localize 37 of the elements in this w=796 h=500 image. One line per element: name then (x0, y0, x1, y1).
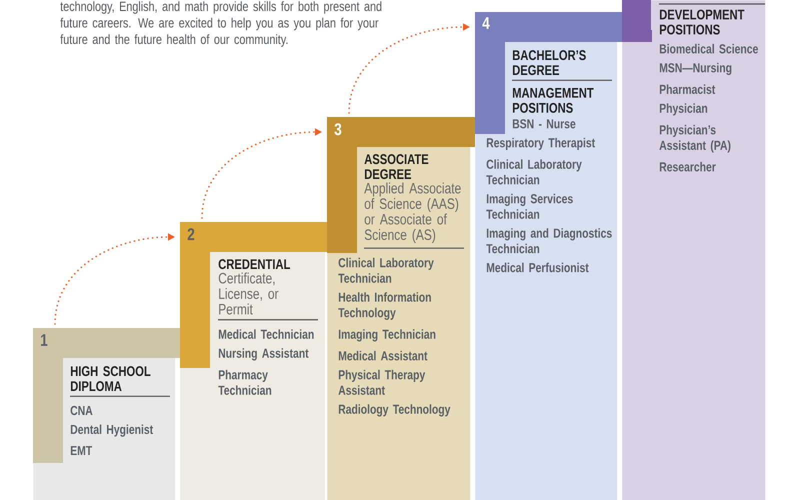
career-item: Physician (660, 103, 708, 116)
level-subtitle: Certificate, License, or Permit (218, 272, 278, 315)
level-subtitle: Applied Associate of Science (AAS) or Associate of Science (AS) (364, 182, 461, 243)
career-item: MSN—Nursing (660, 62, 732, 76)
career-item: Pharmacist (660, 84, 716, 94)
career-item: CNA (70, 406, 92, 416)
career-item: Medical Assistant (338, 350, 428, 360)
career-item: Imaging Technician (338, 329, 436, 342)
step-number: 2 (188, 228, 194, 240)
career-item: EMT (70, 446, 92, 456)
career-item: BSN - Nurse (512, 119, 576, 128)
career-item: Medical Technician (218, 329, 314, 339)
career-item: Respiratory Therapist (486, 138, 595, 150)
level-heading: ASSOCIATE DEGREE (364, 154, 428, 180)
career-item: Imaging Services Technician (486, 194, 573, 219)
career-item: Clinical Laboratory Technician (486, 159, 582, 184)
career-item: Physical Therapy Assistant (338, 370, 426, 395)
career-item: Radiology Technology (338, 404, 450, 416)
career-item: Health Information Technology (338, 292, 431, 320)
step-number: 1 (41, 334, 48, 346)
level-heading: BACHELOR’S DEGREE (512, 50, 586, 76)
level-heading: DEVELOPMENT POSITIONS (660, 10, 744, 35)
level-heading: MANAGEMENT POSITIONS (512, 88, 594, 113)
level-heading: HIGH SCHOOL DIPLOMA (70, 366, 150, 392)
career-item: Dental Hygienist (70, 424, 153, 437)
career-item: Clinical Laboratory Technician (338, 258, 434, 283)
career-item: Biomedical Science (660, 44, 758, 54)
career-item: Researcher (660, 162, 716, 172)
step-number: 4 (482, 17, 490, 29)
career-item: Nursing Assistant (218, 348, 308, 360)
intro-paragraph: technology, English, and math provide skills for both present and future careers. We are excited to help you as you plan for your future and the future health of our community. (60, 1, 382, 47)
career-item: Medical Perfusionist (486, 262, 589, 272)
step-number: 3 (334, 123, 342, 136)
career-item: Pharmacy Technician (218, 370, 272, 395)
level-heading: CREDENTIAL (218, 259, 290, 270)
career-item: Imaging and Diagnostics Technician (486, 228, 612, 254)
career-item: Physician’s Assistant (PA) (659, 124, 730, 152)
